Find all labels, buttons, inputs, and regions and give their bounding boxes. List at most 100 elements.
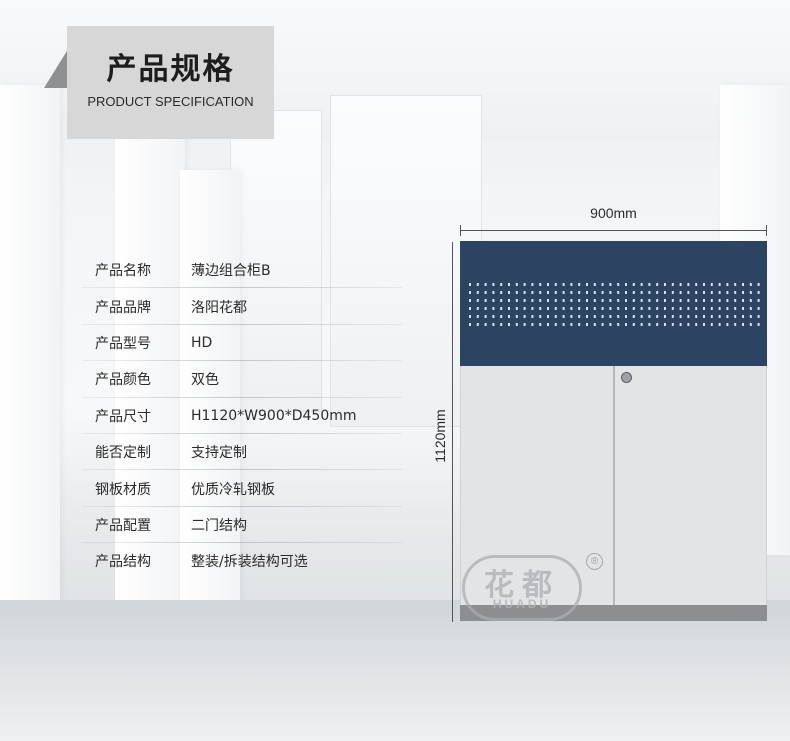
pegboard-hole	[601, 283, 604, 286]
pegboard-hole	[703, 299, 705, 302]
brand-logo-watermark: 花都 HUADU	[462, 555, 582, 621]
pegboard-hole	[492, 323, 495, 326]
pegboard-hole	[586, 323, 588, 326]
pegboard-hole	[757, 299, 760, 302]
pegboard-hole	[508, 283, 510, 286]
spec-row: 能否定制 支持定制	[82, 434, 402, 471]
spec-value: 整装/拆装结构可选	[191, 554, 308, 571]
pegboard-hole	[500, 323, 503, 326]
pegboard-hole	[671, 291, 674, 294]
pegboard-hole	[648, 291, 651, 294]
pegboard-hole	[547, 299, 549, 302]
pegboard-hole	[500, 291, 503, 294]
pegboard-hole	[703, 283, 705, 286]
pegboard-hole	[562, 323, 565, 326]
pegboard-hole	[601, 315, 604, 318]
pegboard-hole	[476, 323, 479, 326]
pegboard-hole	[671, 299, 674, 302]
pegboard-hole	[539, 315, 542, 318]
pegboard-hole	[547, 307, 549, 310]
logo-cloud-outline	[462, 555, 582, 621]
pegboard-hole	[757, 315, 760, 318]
pegboard-hole	[687, 283, 690, 286]
row-divider	[82, 360, 402, 362]
pegboard-hole	[586, 291, 588, 294]
pegboard-hole	[648, 323, 651, 326]
pegboard-hole	[562, 299, 565, 302]
pegboard-hole	[648, 307, 651, 310]
spec-key: 产品配置	[95, 517, 151, 534]
pegboard-hole	[703, 307, 705, 310]
pegboard-hole	[726, 299, 729, 302]
pegboard-hole	[469, 291, 471, 294]
pegboard-hole	[640, 291, 643, 294]
pegboard-hole	[679, 299, 682, 302]
pegboard-hole	[609, 323, 612, 326]
spec-value: 二门结构	[191, 517, 247, 534]
pegboard-hole	[749, 307, 752, 310]
pegboard-hole	[687, 307, 690, 310]
width-dimension-label: 900mm	[590, 205, 637, 221]
pegboard-hole	[718, 323, 721, 326]
pegboard-hole	[515, 283, 518, 286]
pegboard-hole	[718, 291, 721, 294]
dimension-tick	[766, 225, 767, 236]
pegboard-hole	[469, 299, 471, 302]
pegboard-hole	[718, 299, 721, 302]
pegboard-hole	[687, 323, 690, 326]
pegboard-hole	[570, 283, 573, 286]
pegboard-hole	[547, 323, 549, 326]
pegboard-hole	[476, 315, 479, 318]
pegboard-hole	[562, 283, 565, 286]
pegboard-hole	[726, 283, 729, 286]
pegboard-hole	[578, 291, 581, 294]
pegboard-hole	[492, 307, 495, 310]
pegboard-hole	[586, 283, 588, 286]
row-divider	[82, 542, 402, 544]
pegboard-hole	[531, 291, 534, 294]
pegboard-hole	[656, 291, 659, 294]
pegboard-hole	[617, 291, 620, 294]
spec-row: 产品结构 整装/拆装结构可选	[82, 543, 402, 579]
pegboard-hole	[687, 299, 690, 302]
pegboard-hole	[726, 323, 729, 326]
pegboard-hole	[625, 283, 627, 286]
height-dimension-line	[452, 242, 453, 622]
pegboard-hole	[710, 307, 713, 310]
pegboard-hole	[664, 315, 666, 318]
height-dimension-label: 1120mm	[432, 409, 448, 463]
row-divider	[82, 287, 402, 289]
spec-value: H1120*W900*D450mm	[191, 407, 357, 424]
pegboard-hole	[547, 283, 549, 286]
pegboard-hole	[601, 323, 604, 326]
pegboard-hole	[710, 315, 713, 318]
pegboard-hole	[625, 291, 627, 294]
pegboard-hole	[632, 315, 635, 318]
background-pillar	[115, 120, 185, 640]
pegboard-hole	[742, 307, 744, 310]
pegboard-hole	[695, 299, 698, 302]
pegboard-hole	[656, 307, 659, 310]
pegboard-hole	[695, 323, 698, 326]
registered-mark-icon: ®	[586, 553, 603, 570]
width-dimension-line	[460, 230, 767, 231]
spec-value: 支持定制	[191, 445, 247, 462]
pegboard-hole	[500, 299, 503, 302]
spec-row: 产品尺寸 H1120*W900*D450mm	[82, 398, 402, 434]
pegboard-hole	[640, 283, 643, 286]
pegboard-hole	[531, 315, 534, 318]
pegboard-hole	[742, 299, 744, 302]
pegboard-hole	[523, 307, 526, 310]
pegboard-hole	[508, 299, 510, 302]
spec-table: 产品名称 薄边组合柜B 产品品牌 洛阳花都 产品型号 HD 产品颜色 双色 产品…	[82, 252, 402, 580]
pegboard-hole	[554, 307, 557, 310]
pegboard-hole	[586, 315, 588, 318]
pegboard-hole	[554, 315, 557, 318]
pegboard-hole	[554, 323, 557, 326]
pegboard-hole	[679, 307, 682, 310]
page-title: 产品规格	[106, 52, 235, 87]
pegboard-hole	[625, 315, 627, 318]
pegboard-hole	[734, 299, 737, 302]
pegboard-hole	[734, 323, 737, 326]
pegboard-hole	[523, 291, 526, 294]
